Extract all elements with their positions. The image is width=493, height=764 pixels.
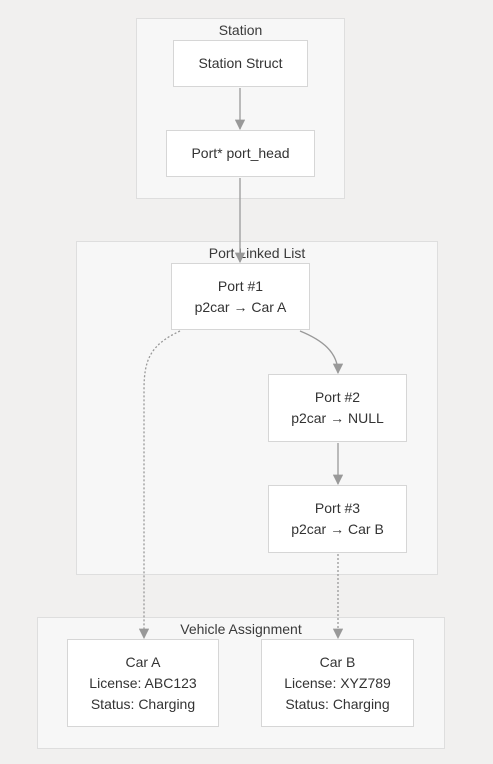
port-head-node: Port* port_head bbox=[166, 130, 315, 177]
car-a-status: Status: Charging bbox=[90, 695, 196, 712]
car-a-title: Car A bbox=[125, 653, 161, 670]
port-head-label: Port* port_head bbox=[191, 145, 290, 161]
port-1-pointer: p2car → Car A bbox=[194, 298, 287, 315]
car-b-license: License: XYZ789 bbox=[284, 674, 391, 691]
port-1-node: Port #1 p2car → Car A bbox=[171, 263, 310, 330]
port-3-title: Port #3 bbox=[314, 500, 361, 516]
car-b-status: Status: Charging bbox=[285, 695, 390, 712]
car-b-node: Car B License: XYZ789 Status: Charging bbox=[261, 639, 414, 727]
port-2-pointer: p2car → NULL bbox=[291, 410, 384, 426]
port-2-node: Port #2 p2car → NULL bbox=[268, 374, 407, 442]
station-cluster-title: Station bbox=[218, 22, 263, 38]
port-1-title: Port #1 bbox=[217, 277, 264, 294]
port-3-node: Port #3 p2car → Car B bbox=[268, 485, 407, 553]
vehicle-assignment-cluster-title: Vehicle Assignment bbox=[180, 621, 302, 637]
car-b-title: Car B bbox=[319, 653, 356, 670]
car-a-node: Car A License: ABC123 Status: Charging bbox=[67, 639, 219, 727]
station-struct-node: Station Struct bbox=[173, 40, 308, 87]
car-a-license: License: ABC123 bbox=[89, 674, 197, 691]
station-struct-label: Station Struct bbox=[198, 55, 283, 71]
port-3-pointer: p2car → Car B bbox=[291, 521, 384, 537]
port-2-title: Port #2 bbox=[314, 389, 361, 405]
port-linked-list-cluster-title: Port Linked List bbox=[208, 245, 306, 261]
